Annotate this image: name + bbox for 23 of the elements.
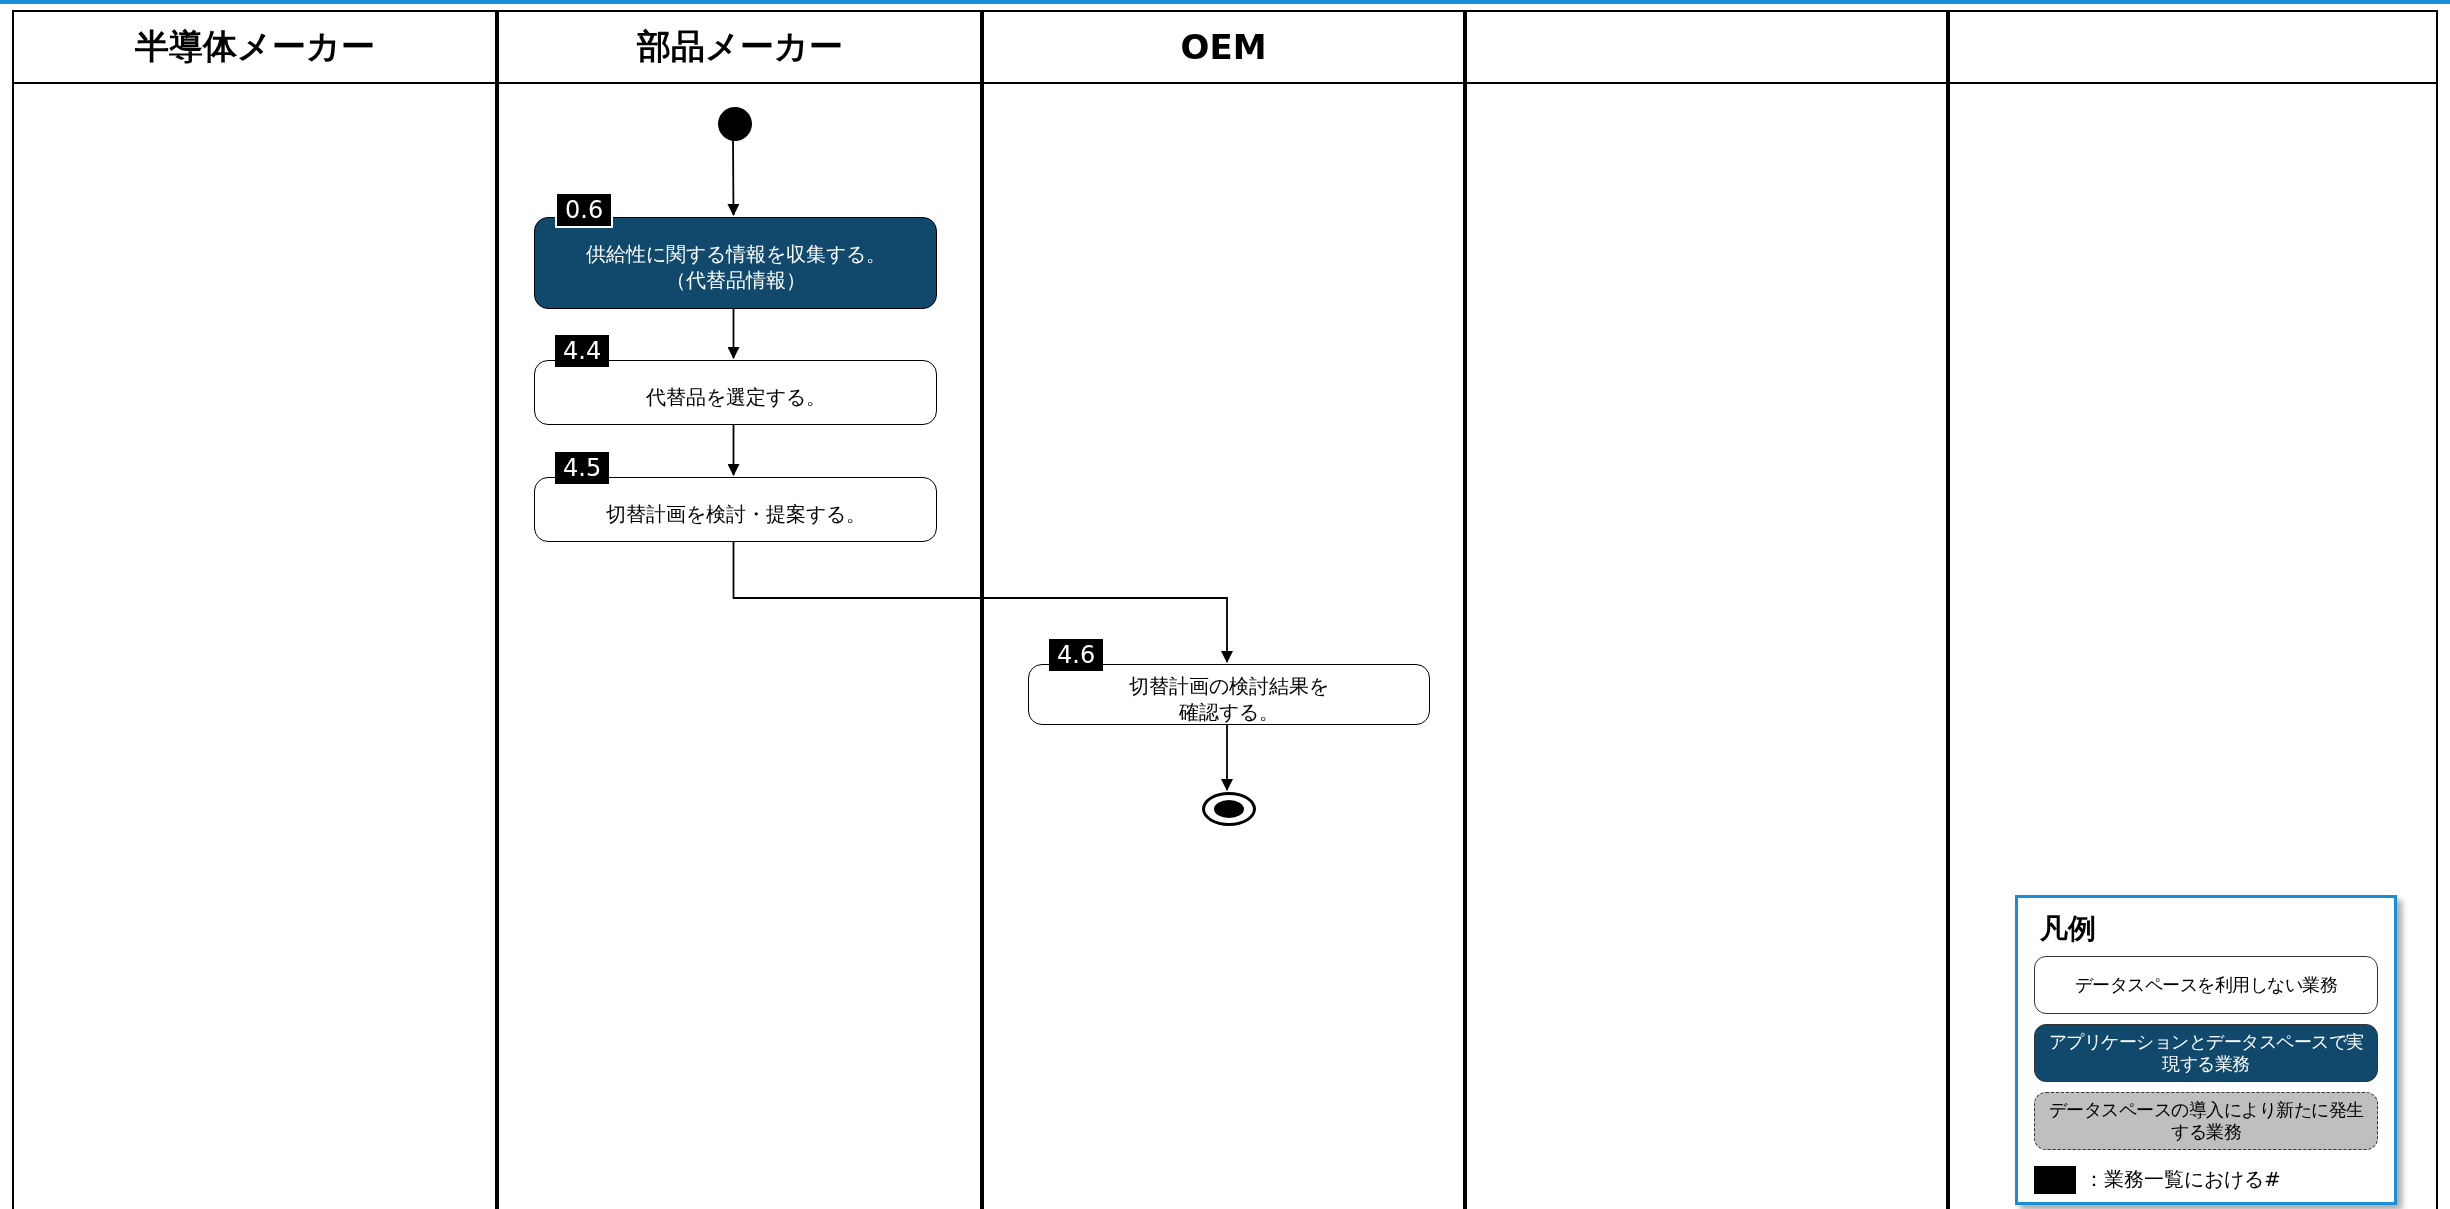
legend-text: ：業務一覧における# bbox=[2084, 1166, 2281, 1193]
step-number: 4.4 bbox=[555, 335, 610, 367]
swimlane bbox=[497, 10, 982, 1209]
swimlane bbox=[1465, 10, 1948, 1209]
legend-title: 凡例 bbox=[2040, 911, 2096, 947]
lane-title: 部品メーカー bbox=[636, 25, 843, 68]
arrow bbox=[727, 138, 740, 216]
activity-text: 供給性に関する情報を収集する。（代替品情報） bbox=[585, 241, 886, 293]
legend-sample: データスペースを利用しない業務 bbox=[2034, 956, 2378, 1014]
lane-title: OEM bbox=[1180, 27, 1267, 67]
end-node bbox=[1202, 792, 1256, 826]
activity-text: 代替品を選定する。 bbox=[645, 383, 826, 410]
start-node bbox=[718, 107, 752, 141]
legend-sample: アプリケーションとデータスペースで実現する業務 bbox=[2034, 1024, 2378, 1082]
swimlane bbox=[12, 10, 497, 1209]
step-number: 4.6 bbox=[1049, 639, 1104, 671]
swimlane bbox=[982, 10, 1465, 1209]
activity-text: 切替計画を検討・提案する。 bbox=[605, 500, 866, 527]
lane-title: 半導体メーカー bbox=[134, 25, 375, 68]
legend-sample: データスペースの導入により新たに発生する業務 bbox=[2034, 1092, 2378, 1150]
step-number: 4.5 bbox=[555, 452, 610, 484]
activity-text: 切替計画の検討結果を確認する。 bbox=[1128, 672, 1330, 725]
step-number: 0.6 bbox=[555, 192, 614, 228]
